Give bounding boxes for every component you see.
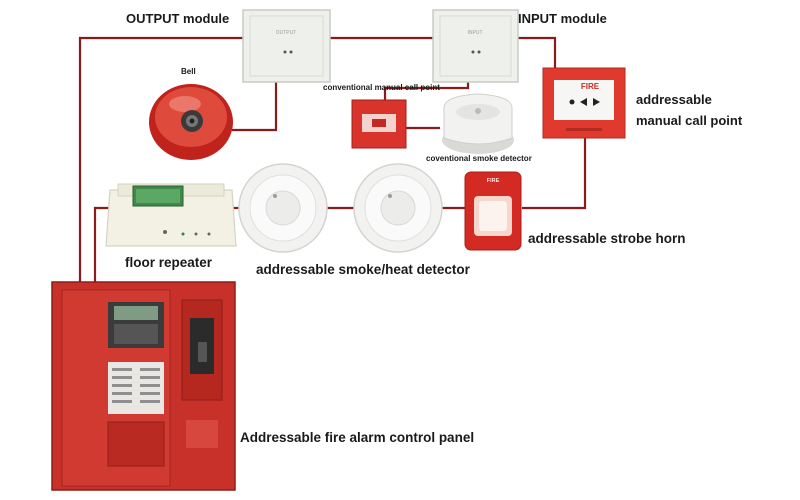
conventional-smoke-detector <box>442 93 514 154</box>
conventional-call-point <box>351 99 407 149</box>
input-module-led-2 <box>477 50 481 54</box>
input-module-led-1 <box>471 50 475 54</box>
wire-detector-chain <box>93 206 110 290</box>
addressable-detector-label: addressable smoke/heat detector <box>256 262 470 277</box>
bell <box>149 84 233 160</box>
output-module-led-1 <box>283 50 287 54</box>
bell-label: Bell <box>181 67 196 76</box>
floor-repeater-label: floor repeater <box>125 255 213 270</box>
floor-repeater <box>105 183 237 247</box>
wiring <box>78 36 587 290</box>
wire-output-to-bell <box>232 80 278 132</box>
input-module-face-text: INPUT <box>468 30 483 36</box>
input-module-label: INPUT module <box>518 11 607 26</box>
zone-leds <box>112 368 160 403</box>
addressable-call-point-label-line1: addressable <box>636 92 712 107</box>
wire-left-loop <box>78 36 243 290</box>
strobe-horn-label: addressable strobe horn <box>528 231 686 246</box>
addressable-call-point-label-line2: manual call point <box>636 113 743 128</box>
addressable-detector-1 <box>238 163 328 253</box>
addressable-call-point: FIRE <box>542 67 626 139</box>
conventional-smoke-detector-label: coventional smoke detector <box>426 154 532 163</box>
wire-call-point-down <box>522 138 587 210</box>
addressable-detector-2 <box>353 163 443 253</box>
output-module-led-2 <box>289 50 293 54</box>
call-point-face-text: FIRE <box>581 82 600 91</box>
wire-input-to-conventional <box>383 80 470 100</box>
input-module: INPUT <box>432 9 519 83</box>
output-module: OUTPUT <box>242 9 331 83</box>
control-panel <box>51 281 236 491</box>
strobe-face-text: FIRE <box>487 178 500 184</box>
output-module-label: OUTPUT module <box>126 11 230 26</box>
conventional-call-point-label: conventional manual call point <box>323 83 440 92</box>
control-panel-label: Addressable fire alarm control panel <box>240 430 475 445</box>
strobe-horn: FIRE <box>464 171 522 251</box>
wire-input-to-call-point <box>518 36 557 68</box>
output-module-face-text: OUTPUT <box>276 30 297 36</box>
